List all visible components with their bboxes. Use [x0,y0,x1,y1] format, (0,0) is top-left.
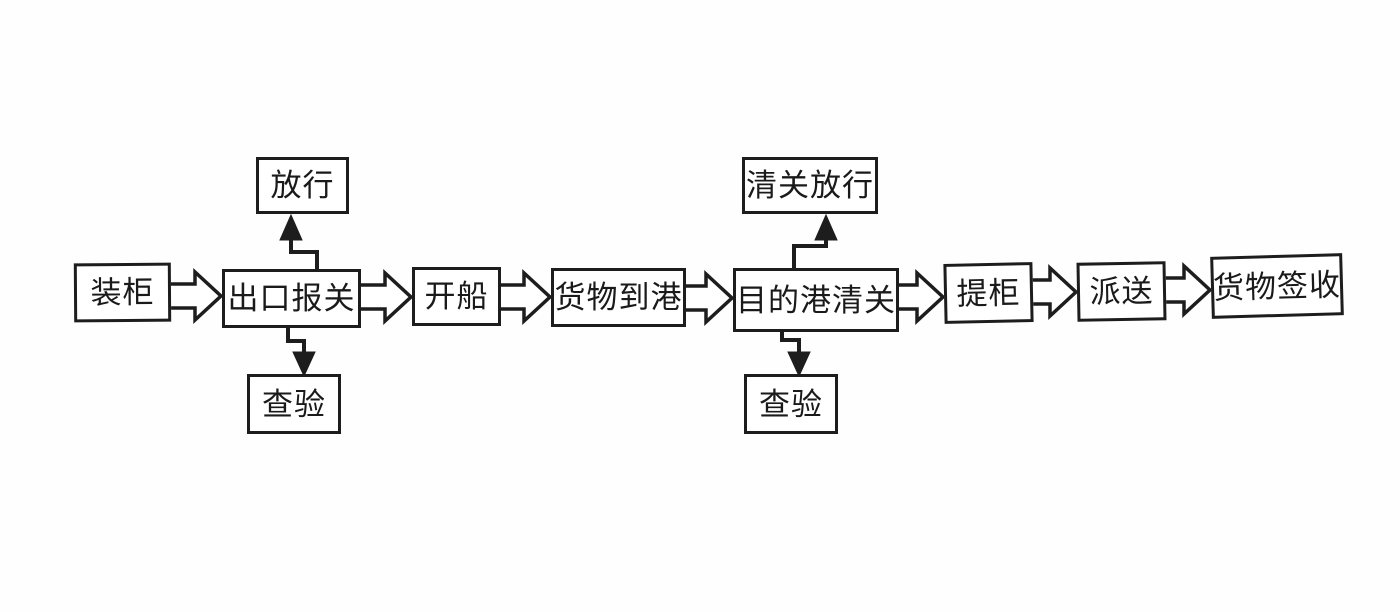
arrow-loading-to-export-customs [166,268,224,324]
node-loading: 装柜 [73,262,172,323]
node-inspection-export: 查验 [247,374,341,434]
node-export-customs: 出口报关 [222,269,361,328]
node-departure: 开船 [412,267,501,326]
arrow-export-customs-to-release-head [279,213,303,241]
arrow-dest-customs-to-inspection-head [787,351,811,378]
arrow-export-customs-to-inspection-head [292,351,316,378]
node-dest-customs: 目的港清关 [733,268,899,332]
node-cargo-signoff: 货物签收 [1210,253,1344,319]
node-release: 放行 [256,157,349,214]
arrow-arrival-to-dest-customs [682,270,735,326]
node-container-pickup: 提柜 [943,262,1034,324]
node-arrival: 货物到港 [551,268,686,327]
arrow-delivery-to-signoff [1162,262,1213,318]
arrow-departure-to-arrival [497,269,553,325]
node-delivery: 派送 [1076,261,1167,322]
arrow-export-customs-to-inspection-line [286,327,306,354]
arrow-pickup-to-delivery [1029,264,1079,320]
node-inspection-dest: 查验 [744,374,838,434]
arrow-dest-customs-to-pickup [895,269,946,325]
arrow-export-customs-to-departure [356,269,414,325]
arrow-export-customs-to-release-line [289,238,319,271]
node-clearance-release: 清关放行 [742,157,878,214]
arrow-dest-customs-to-clearance-release-line [792,238,828,269]
arrow-dest-customs-to-clearance-release-head [814,213,838,241]
arrow-dest-customs-to-inspection-line [780,331,801,354]
